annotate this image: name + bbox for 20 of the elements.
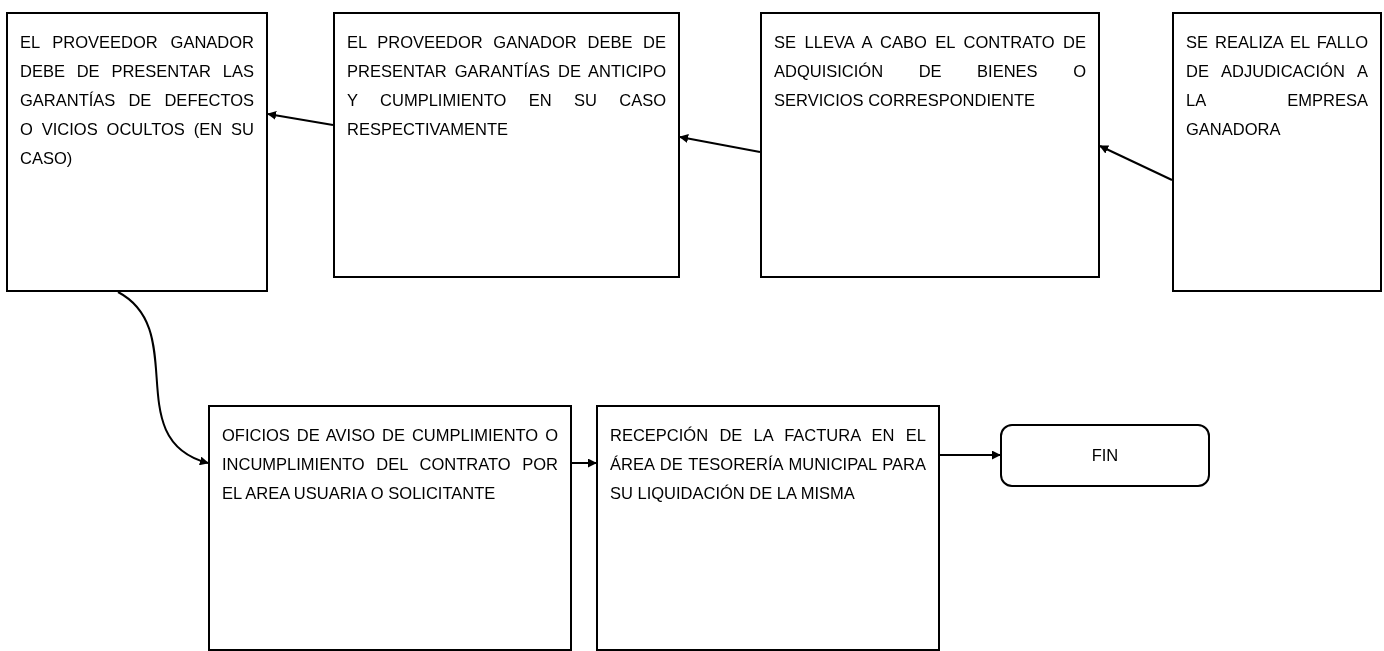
process-box (6, 12, 268, 292)
process-box (208, 405, 572, 651)
arrow (267, 110, 334, 126)
arrow (679, 134, 761, 153)
box-text: EL PROVEEDOR GANADOR DEBE DE PRESENTAR LAS GARANTÍAS DE DEFECTOS O VICIOS OCULTOS (EN SU CASO) (20, 32, 254, 169)
arrow (939, 450, 1001, 460)
process-box (596, 405, 940, 651)
arrow (1099, 145, 1173, 181)
terminator-box (1000, 424, 1210, 487)
box-text: SE REALIZA EL FALLO DE ADJUDICACIÓN A LA EMPRESA GANADORA (1186, 32, 1368, 140)
process-box (1172, 12, 1382, 292)
process-box (760, 12, 1100, 278)
box-text: SE LLEVA A CABO EL CONTRATO DE ADQUISICIÓN DE BIENES O SERVICIOS CORRESPONDIENTE (774, 32, 1086, 111)
arrow (571, 458, 597, 468)
box-text: FIN (1090, 445, 1120, 466)
box-text: OFICIOS DE AVISO DE CUMPLIMIENTO O INCUMPLIMIENTO DEL CONTRATO POR EL AREA USUARIA O SOLICITANTE (222, 425, 558, 504)
box-text: EL PROVEEDOR GANADOR DEBE DE PRESENTAR GARANTÍAS DE ANTICIPO Y CUMPLIMIENTO EN SU CASO RESPECTIVAMENTE (347, 32, 666, 140)
process-box (333, 12, 680, 278)
arrow (117, 291, 209, 465)
box-text: RECEPCIÓN DE LA FACTURA EN EL ÁREA DE TESORERÍA MUNICIPAL PARA SU LIQUIDACIÓN DE LA MISMA (610, 425, 926, 504)
